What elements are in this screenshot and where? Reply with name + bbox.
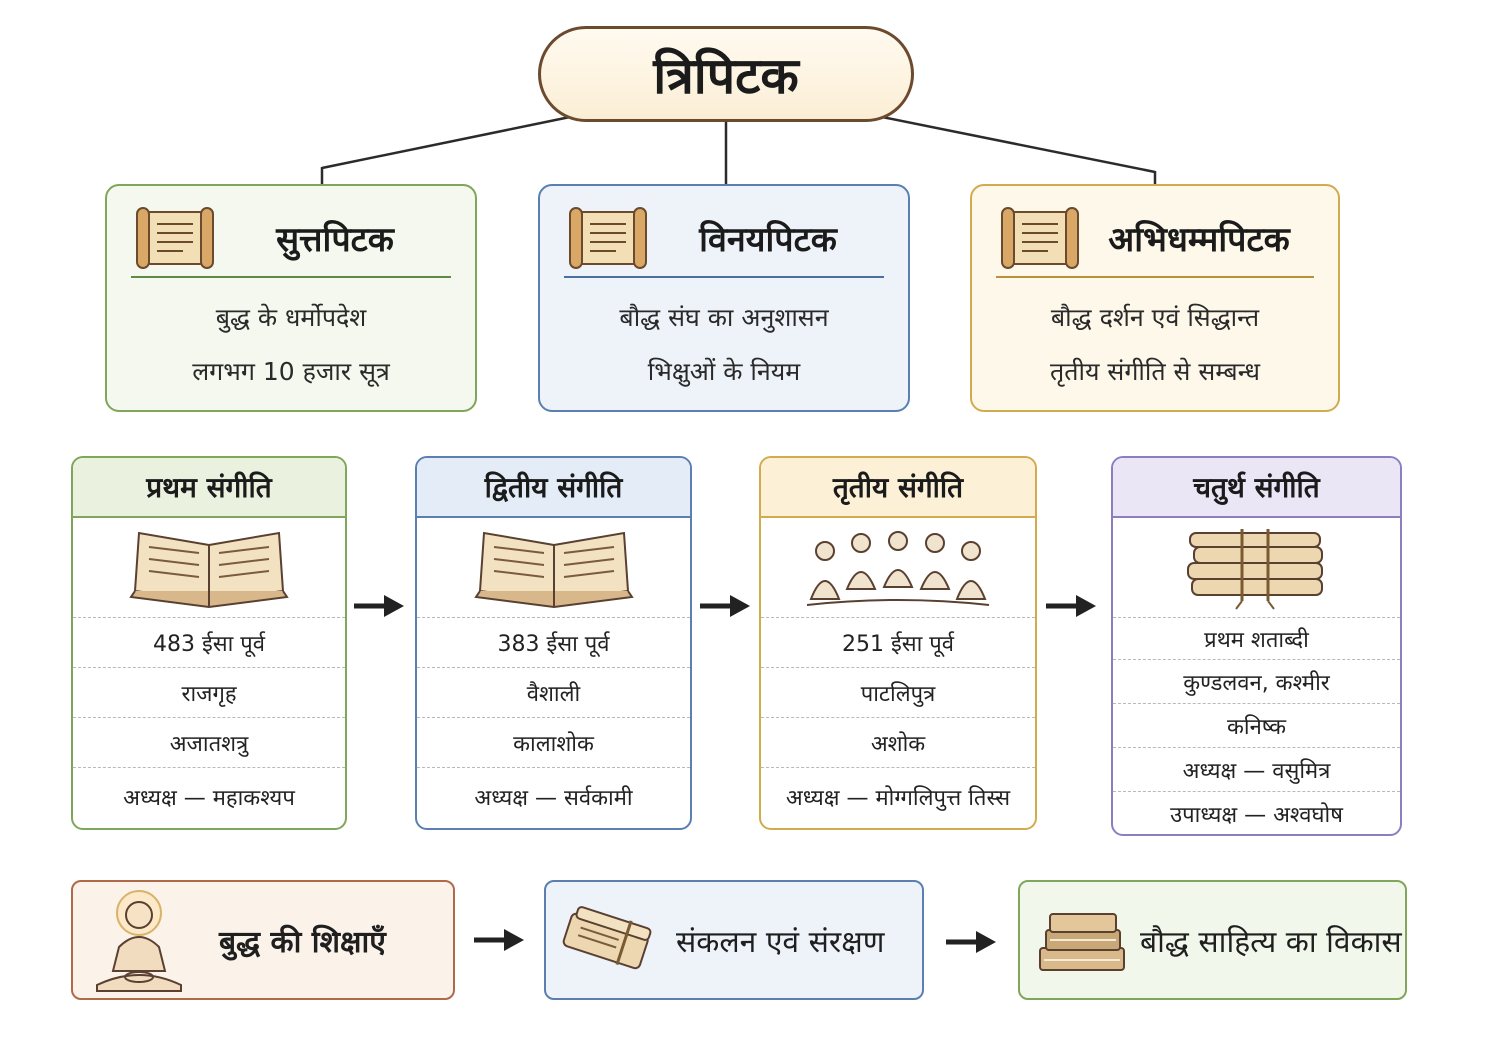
pitaka-description-1: बौद्ध दर्शन एवं सिद्धान्त xyxy=(1050,303,1260,332)
council-date: 251 ईसा पूर्व xyxy=(761,618,1035,668)
council-place: राजगृह xyxy=(73,668,345,718)
pitaka-card-sutta: सुत्तपिटक बुद्ध के धर्मोपदेश लगभग 10 हजा… xyxy=(105,184,477,412)
council-title: द्वितीय संगीति xyxy=(417,458,690,518)
arrow-right-icon xyxy=(946,931,996,953)
council-patron: अशोक xyxy=(761,718,1035,768)
council-president: अध्यक्ष — सर्वकामी xyxy=(474,786,633,811)
arrow-right-icon xyxy=(474,929,524,951)
monks-icon xyxy=(806,530,990,606)
council-president: अध्यक्ष — वसुमित्र xyxy=(1113,748,1400,792)
pitaka-card-abhidhamma: अभिधम्मपिटक बौद्ध दर्शन एवं सिद्धान्त तृ… xyxy=(970,184,1340,412)
council-card-fourth: चतुर्थ संगीति प्रथम शताब्दी कुण्डलवन, कश… xyxy=(1111,456,1402,836)
council-illustration xyxy=(1113,518,1400,618)
council-card-first: प्रथम संगीति 483 ईसा पूर्व राजगृह अजातशत… xyxy=(71,456,347,830)
council-card-second: द्वितीय संगीति 383 ईसा पूर्व वैशाली काला… xyxy=(415,456,692,830)
arrow-right-icon xyxy=(1046,595,1096,617)
council-vice-president: उपाध्यक्ष — अश्वघोष xyxy=(1170,803,1343,828)
pitaka-title: अभिधम्मपिटक xyxy=(1108,220,1290,260)
book-stack-icon xyxy=(1039,913,1125,971)
root-title: त्रिपिटक xyxy=(653,47,799,105)
scroll-icon xyxy=(1001,207,1079,269)
council-illustration xyxy=(417,518,690,618)
council-date: प्रथम शताब्दी xyxy=(1113,618,1400,660)
palm-leaf-bundle-icon xyxy=(1186,528,1323,610)
council-illustration xyxy=(73,518,345,618)
open-book-icon xyxy=(129,531,289,608)
council-date: 483 ईसा पूर्व xyxy=(73,618,345,668)
council-title: तृतीय संगीति xyxy=(761,458,1035,518)
open-book-icon xyxy=(473,531,634,608)
council-patron: कनिष्क xyxy=(1113,704,1400,748)
pitaka-title: विनयपिटक xyxy=(699,220,837,260)
arrow-right-icon xyxy=(354,595,404,617)
flow-step-compilation: संकलन एवं संरक्षण xyxy=(544,880,924,1000)
flow-step-label: संकलन एवं संरक्षण xyxy=(676,924,885,960)
pitaka-title: सुत्तपिटक xyxy=(276,220,394,260)
council-president: अध्यक्ष — मोग्गलिपुत्त तिस्स xyxy=(785,786,1011,811)
council-title: प्रथम संगीति xyxy=(73,458,345,518)
connector-root-sutta xyxy=(321,115,571,170)
pitaka-description-2: भिक्षुओं के नियम xyxy=(647,357,801,386)
pitaka-description-2: तृतीय संगीति से सम्बन्ध xyxy=(1050,357,1260,386)
arrow-right-icon xyxy=(700,595,750,617)
pitaka-description-2: लगभग 10 हजार सूत्र xyxy=(192,357,390,386)
pitaka-header: विनयपिटक xyxy=(564,200,884,278)
bundled-texts-icon xyxy=(562,906,652,970)
council-place: वैशाली xyxy=(417,668,690,718)
council-place: पाटलिपुत्र xyxy=(761,668,1035,718)
council-place: कुण्डलवन, कश्मीर xyxy=(1113,660,1400,704)
council-patron: कालाशोक xyxy=(417,718,690,768)
council-illustration xyxy=(761,518,1035,618)
pitaka-description-1: बौद्ध संघ का अनुशासन xyxy=(619,303,829,332)
flow-step-label: बुद्ध की शिक्षाएँ xyxy=(219,924,386,960)
scroll-icon xyxy=(136,207,214,269)
council-date: 383 ईसा पूर्व xyxy=(417,618,690,668)
buddha-icon xyxy=(96,890,182,992)
pitaka-card-vinaya: विनयपिटक बौद्ध संघ का अनुशासन भिक्षुओं क… xyxy=(538,184,910,412)
scroll-icon xyxy=(569,207,647,269)
pitaka-header: सुत्तपिटक xyxy=(131,200,451,278)
connector-root-abhidhamma xyxy=(881,115,1156,174)
root-node-tripitaka: त्रिपिटक xyxy=(538,26,914,122)
flow-step-label: बौद्ध साहित्य का विकास xyxy=(1140,924,1402,960)
council-card-third: तृतीय संगीति 251 ईसा पूर्व पाटलिपुत्र अश… xyxy=(759,456,1037,830)
pitaka-header: अभिधम्मपिटक xyxy=(996,200,1314,278)
pitaka-description-1: बुद्ध के धर्मोपदेश xyxy=(215,303,367,332)
council-patron: अजातशत्रु xyxy=(73,718,345,768)
flow-step-teachings: बुद्ध की शिक्षाएँ xyxy=(71,880,455,1000)
council-president: अध्यक्ष — महाकश्यप xyxy=(123,786,295,811)
council-title: चतुर्थ संगीति xyxy=(1113,458,1400,518)
flow-step-literature: बौद्ध साहित्य का विकास xyxy=(1018,880,1407,1000)
